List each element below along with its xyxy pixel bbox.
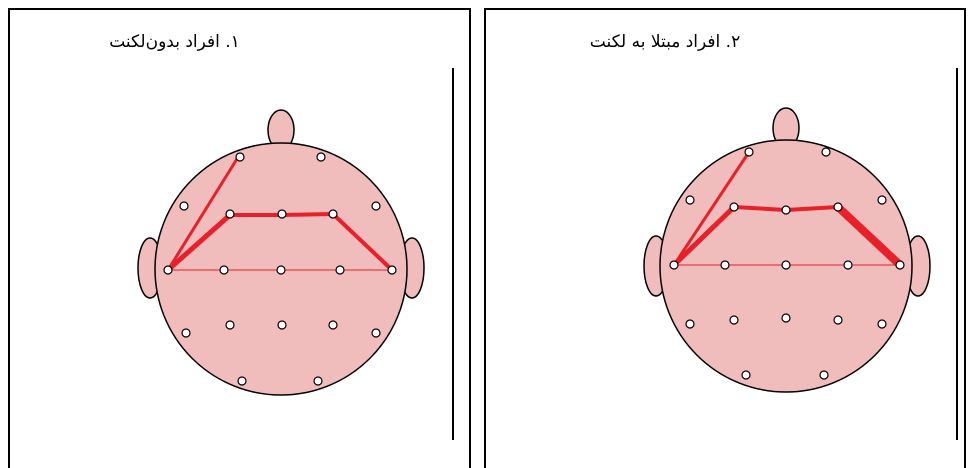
electrode bbox=[179, 201, 189, 211]
electrode bbox=[276, 265, 286, 275]
electrode bbox=[744, 147, 754, 157]
connection-line bbox=[166, 153, 242, 271]
electrode bbox=[225, 320, 235, 330]
electrode bbox=[781, 205, 791, 215]
electrode bbox=[819, 370, 829, 380]
electrode bbox=[313, 376, 323, 386]
electrode bbox=[371, 201, 381, 211]
separator-line bbox=[452, 68, 454, 440]
electrode bbox=[720, 260, 730, 270]
electrode bbox=[163, 265, 173, 275]
electrode bbox=[225, 209, 235, 219]
connection-line bbox=[733, 205, 787, 212]
electrode bbox=[877, 319, 887, 329]
panel-title: ۱. افراد بدون‌لکنت bbox=[109, 32, 240, 52]
electrode bbox=[335, 265, 345, 275]
connection-line bbox=[672, 151, 751, 266]
electrode bbox=[371, 328, 381, 338]
electrode bbox=[895, 260, 905, 270]
electrode bbox=[328, 320, 338, 330]
eeg-diagrams bbox=[137, 107, 931, 396]
electrode bbox=[181, 328, 191, 338]
electrode bbox=[833, 315, 843, 325]
electrode bbox=[316, 152, 326, 162]
head-map-stuttering bbox=[643, 107, 931, 393]
electrode bbox=[277, 320, 287, 330]
electrode bbox=[235, 152, 245, 162]
electrode bbox=[219, 265, 229, 275]
connection-line bbox=[281, 212, 334, 217]
electrode bbox=[237, 376, 247, 386]
connection-line bbox=[331, 212, 394, 272]
electrode bbox=[328, 209, 338, 219]
electrode bbox=[843, 260, 853, 270]
electrode bbox=[781, 260, 791, 270]
connection-line bbox=[785, 205, 839, 212]
connection-line bbox=[166, 213, 232, 272]
panel-title: ۲. افراد مبتلا به لکنت bbox=[589, 32, 741, 52]
electrode bbox=[729, 315, 739, 325]
electrode bbox=[387, 265, 397, 275]
electrode bbox=[877, 195, 887, 205]
electrode bbox=[669, 260, 679, 270]
electrode bbox=[729, 202, 739, 212]
connection-line bbox=[672, 205, 736, 267]
electrode bbox=[685, 195, 695, 205]
electrode bbox=[781, 313, 791, 323]
electrode bbox=[685, 319, 695, 329]
electrode bbox=[741, 370, 751, 380]
separator-line bbox=[956, 68, 958, 440]
electrode bbox=[821, 147, 831, 157]
electrode bbox=[833, 202, 843, 212]
connection-line bbox=[835, 204, 903, 268]
head-map-non-stuttering bbox=[137, 109, 425, 396]
electrode bbox=[277, 209, 287, 219]
